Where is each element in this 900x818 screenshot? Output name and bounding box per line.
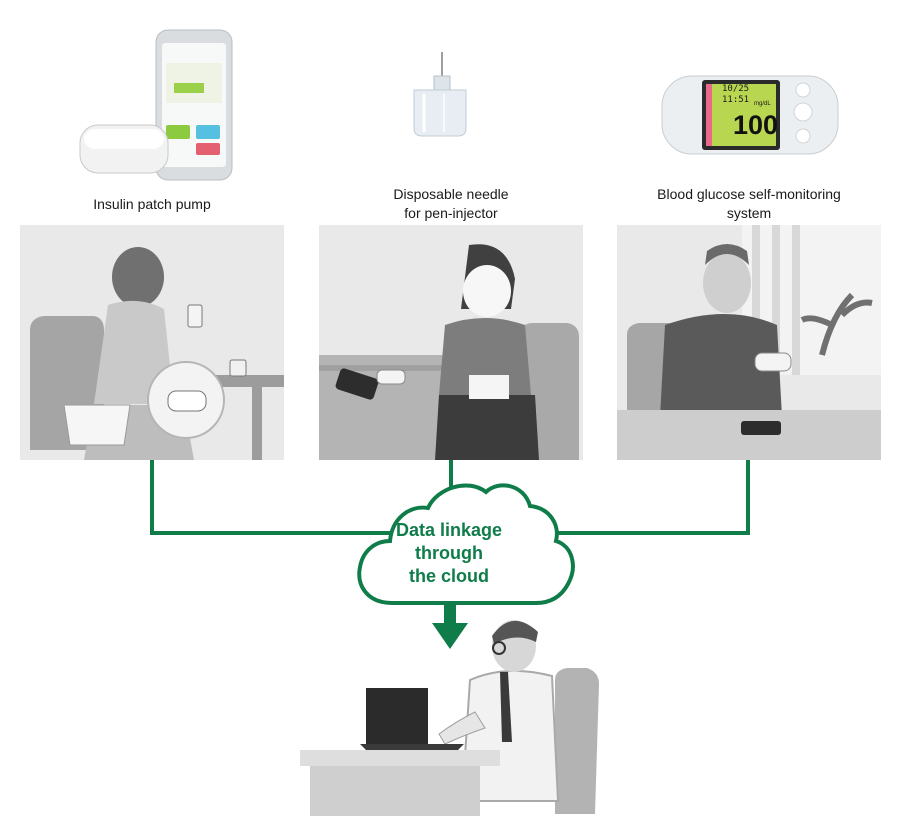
insulin-patch-pump-image [70, 25, 240, 185]
cloud-down-arrow [432, 603, 468, 649]
glucose-meter-image: 10/25 11:51 mg/dL 100 [660, 70, 840, 158]
cloud-caption: Data linkage through the cloud [356, 519, 542, 588]
glucose-label-line1: Blood glucose self-monitoring [657, 186, 841, 202]
cloud-caption-line3: the cloud [409, 566, 489, 586]
glucose-label-line2: system [726, 205, 772, 221]
pump-label-text: Insulin patch pump [93, 196, 211, 212]
cloud-shape [357, 483, 575, 605]
cloud-caption-line2: through [415, 543, 483, 563]
glucose-user-scene [617, 225, 881, 460]
connector-line-glucose [500, 460, 750, 535]
pump-user-scene [20, 225, 284, 460]
meter-datetime: 10/25 11:51 [722, 84, 750, 105]
glucose-meter-label: Blood glucose self-monitoring system [617, 185, 881, 223]
needle-label-line2: for pen-injector [404, 205, 498, 221]
doctor-scene [300, 610, 620, 816]
disposable-needle-image [404, 50, 476, 150]
connector-line-pump [150, 460, 400, 535]
disposable-needle-label: Disposable needle for pen-injector [319, 185, 583, 223]
needle-label-line1: Disposable needle [393, 186, 509, 202]
meter-unit: mg/dL [754, 101, 771, 107]
meter-reading: 100 [732, 110, 778, 140]
needle-user-scene [319, 225, 583, 460]
cloud-caption-line1: Data linkage [395, 520, 503, 540]
insulin-patch-pump-label: Insulin patch pump [40, 195, 264, 214]
